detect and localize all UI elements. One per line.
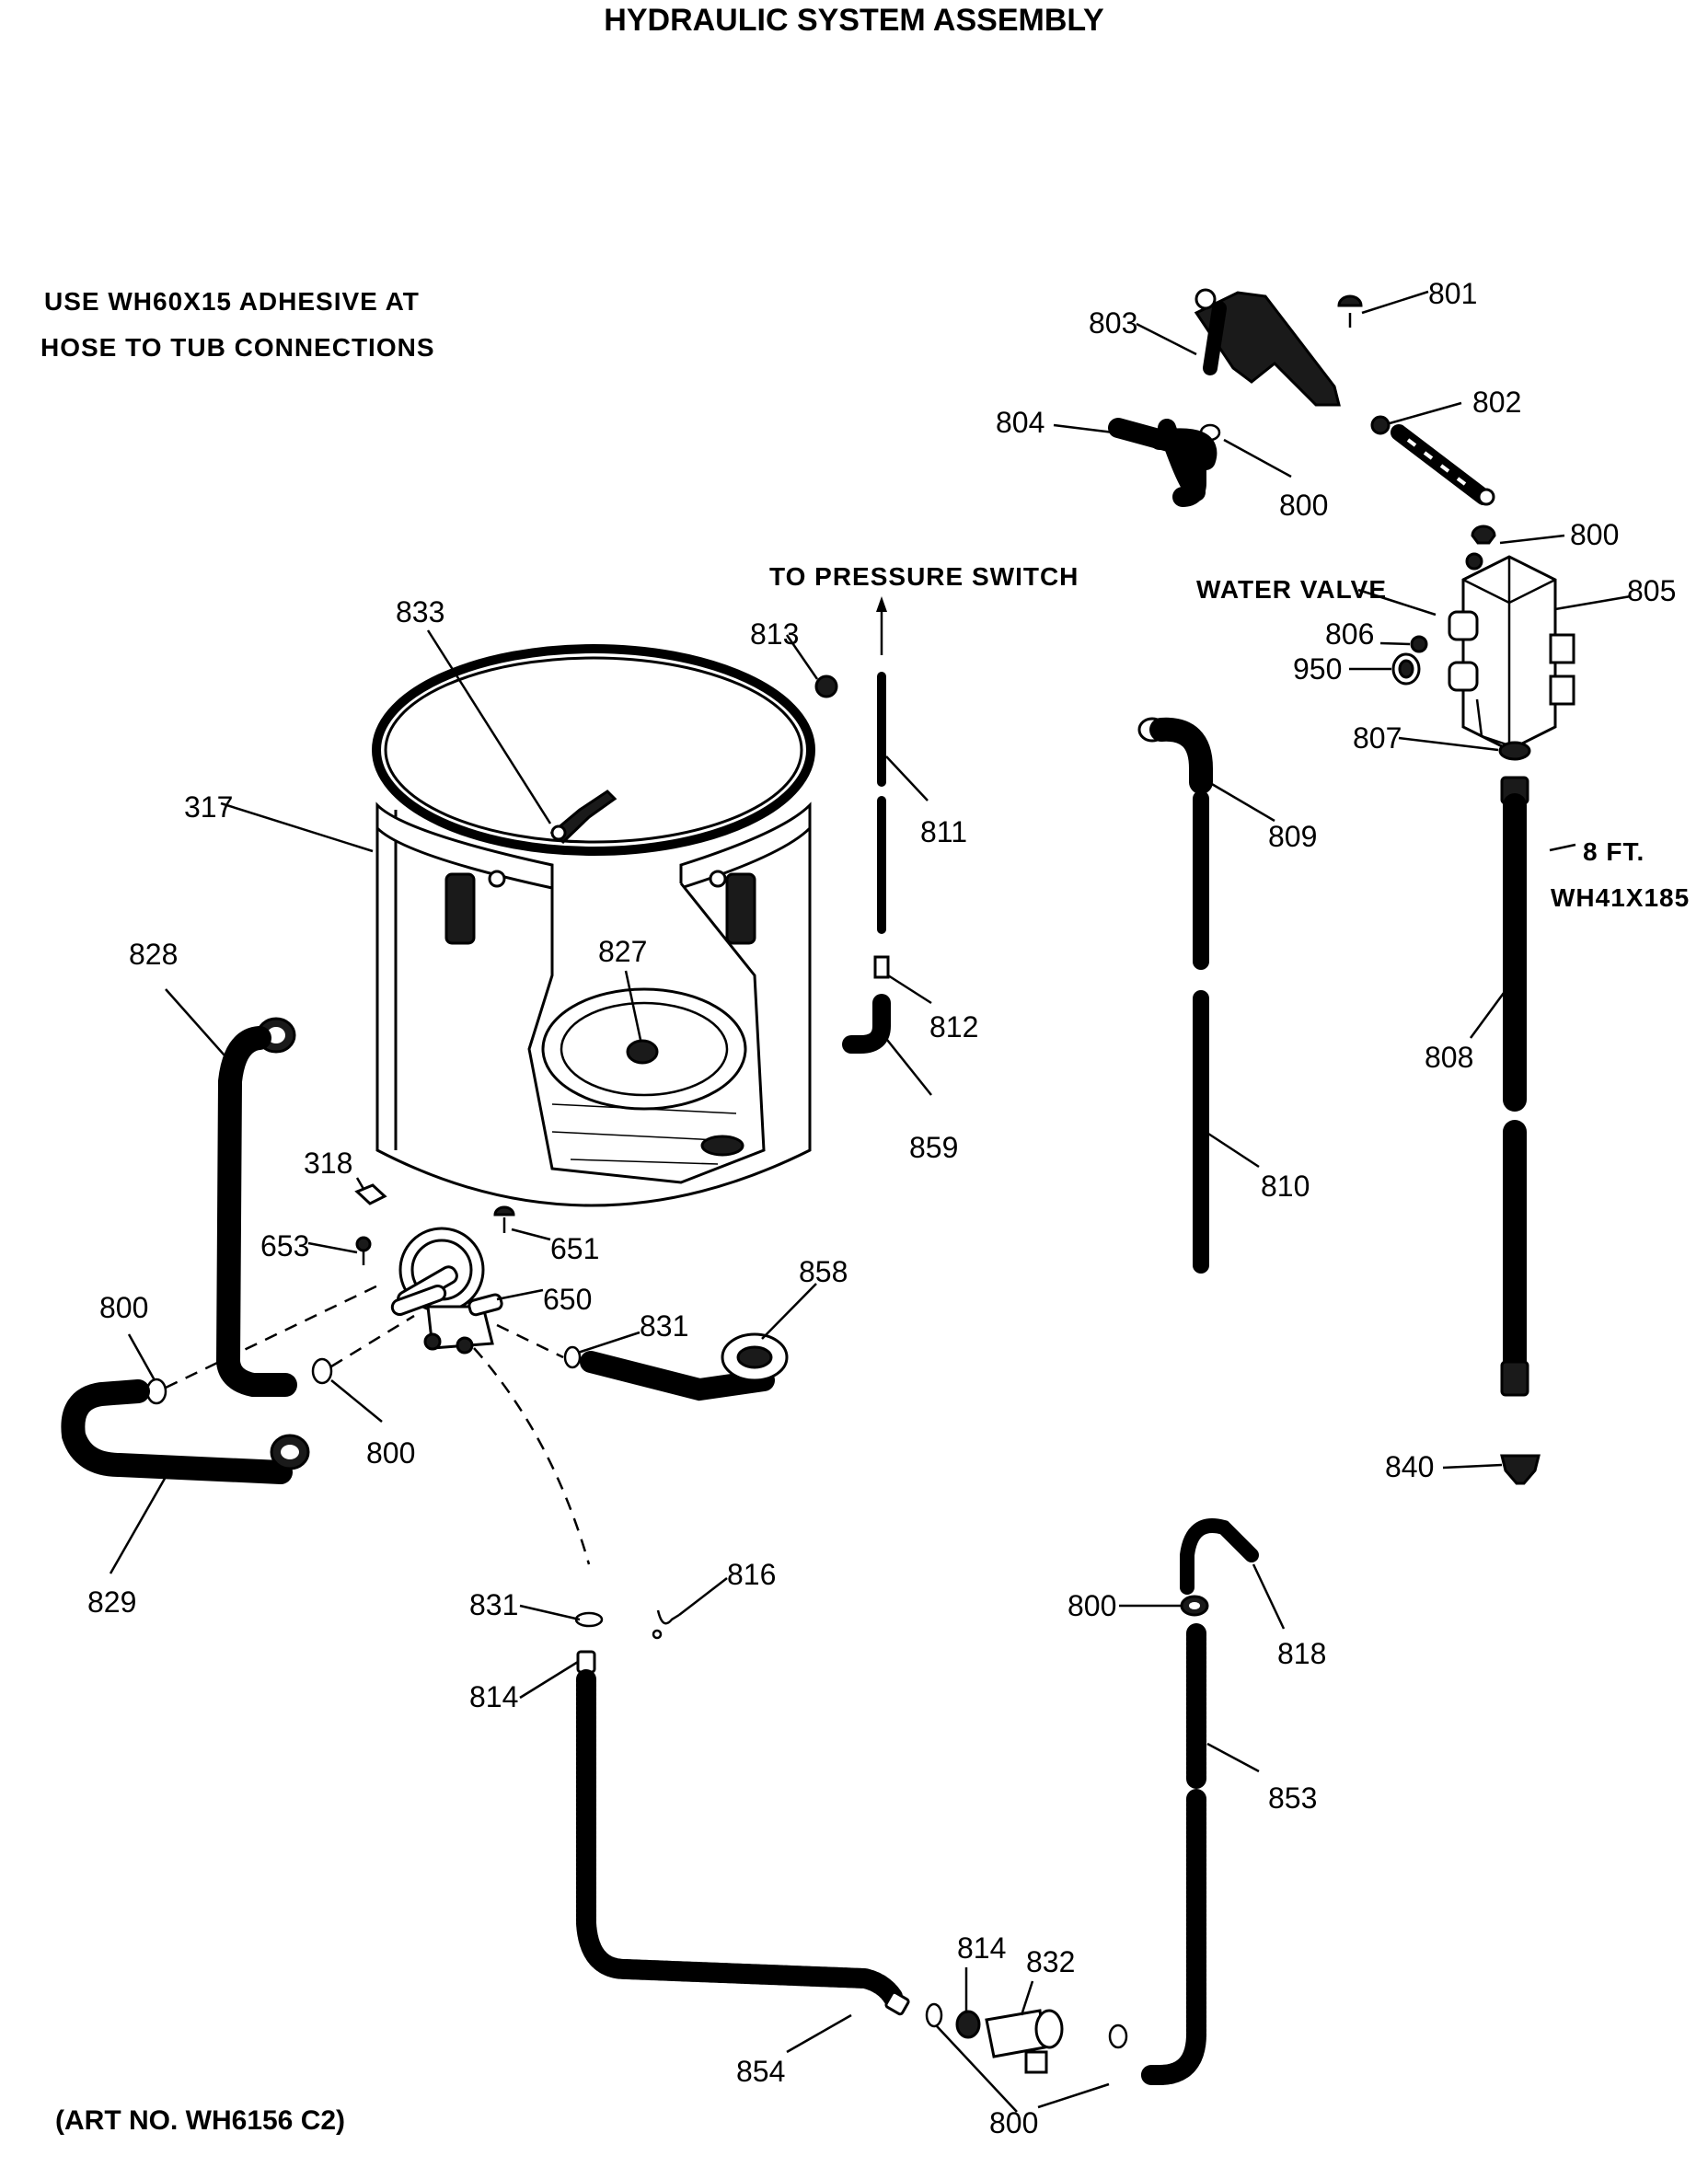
- hose-858: [580, 1332, 789, 1401]
- washer-806: [1410, 635, 1428, 653]
- inlet-hose-804: [1108, 418, 1218, 507]
- label-802: 802: [1472, 386, 1521, 419]
- label-807: 807: [1353, 721, 1402, 755]
- hose-part-label: WH41X185: [1551, 883, 1690, 912]
- pressure-switch-label: TO PRESSURE SWITCH: [769, 562, 1079, 591]
- drain-hose-854: [576, 1669, 910, 2016]
- label-829: 829: [87, 1585, 136, 1619]
- label-853: 853: [1268, 1781, 1317, 1815]
- clamp-831-low: [574, 1611, 604, 1628]
- label-805: 805: [1627, 574, 1676, 607]
- washer-807: [1498, 741, 1531, 761]
- label-828: 828: [129, 938, 178, 971]
- clamp-831-right: [563, 1345, 582, 1369]
- clamp-800-top: [1199, 423, 1221, 442]
- dashed-assembly-lines: [165, 1282, 591, 1565]
- label-808: 808: [1425, 1041, 1473, 1074]
- hook-818: [1180, 1518, 1259, 1595]
- grommet-833: [549, 790, 617, 845]
- label-816: 816: [727, 1558, 776, 1591]
- label-318: 318: [304, 1147, 352, 1180]
- diagram-title: HYDRAULIC SYSTEM ASSEMBLY: [604, 3, 1104, 38]
- connector-814-bottom: [955, 2010, 981, 2039]
- hose-829: [61, 1379, 310, 1484]
- art-number: (ART NO. WH6156 C2): [55, 2105, 345, 2136]
- connector-832: [985, 2009, 1064, 2074]
- clamp-800-mid: [311, 1357, 333, 1385]
- label-814-low: 814: [469, 1680, 518, 1713]
- hose-828: [215, 1017, 297, 1397]
- label-800-valve: 800: [1570, 518, 1619, 551]
- hose-length-label: 8 FT.: [1583, 837, 1645, 866]
- adhesive-note-line2: HOSE TO TUB CONNECTIONS: [40, 333, 435, 362]
- clamp-800-bottom-a: [925, 2002, 943, 2028]
- label-801: 801: [1428, 277, 1477, 310]
- water-valve-805: [1448, 552, 1575, 752]
- hose-bracket-803: [1194, 288, 1341, 407]
- hose-859: [842, 994, 891, 1054]
- hose-802: [1370, 415, 1495, 506]
- label-812: 812: [929, 1010, 978, 1043]
- label-317: 317: [184, 790, 233, 824]
- leader-lines: [109, 290, 1632, 2113]
- clamp-800-bottom-b: [1108, 2023, 1128, 2049]
- clamp-800-left: [145, 1378, 167, 1405]
- clamp-800-valve: [1471, 525, 1496, 545]
- label-803: 803: [1089, 306, 1137, 340]
- drain-827: [626, 1039, 659, 1065]
- label-810: 810: [1261, 1170, 1310, 1203]
- label-858: 858: [799, 1255, 848, 1288]
- label-854: 854: [736, 2055, 785, 2088]
- clip-318: [354, 1183, 387, 1205]
- label-653: 653: [260, 1229, 309, 1262]
- label-804: 804: [996, 406, 1044, 439]
- label-831-low: 831: [469, 1588, 518, 1621]
- label-651: 651: [550, 1232, 599, 1265]
- screw-801: [1337, 294, 1363, 328]
- label-811: 811: [920, 815, 967, 848]
- label-800-bottom: 800: [989, 2106, 1038, 2139]
- label-800-drain: 800: [1068, 1589, 1116, 1622]
- label-650: 650: [543, 1283, 592, 1316]
- connector-814-low: [576, 1650, 596, 1674]
- label-832: 832: [1026, 1945, 1075, 1978]
- label-840: 840: [1385, 1450, 1434, 1483]
- drain-hose-853: [1140, 1623, 1206, 2085]
- label-859: 859: [909, 1131, 958, 1164]
- outer-tub-317: [372, 644, 815, 1207]
- cap-840: [1500, 1454, 1541, 1485]
- clip-816: [652, 1609, 680, 1640]
- label-800-left: 800: [99, 1291, 148, 1324]
- connector-812: [873, 955, 890, 979]
- label-800-top: 800: [1279, 489, 1328, 522]
- label-831-right: 831: [640, 1309, 688, 1343]
- screw-653: [355, 1236, 372, 1265]
- label-813: 813: [750, 617, 799, 651]
- adhesive-note-line1: USE WH60X15 ADHESIVE AT: [44, 287, 420, 316]
- inlet-hose-808: [1500, 776, 1529, 1397]
- water-valve-label: WATER VALVE: [1196, 575, 1387, 604]
- plug-813: [814, 674, 838, 698]
- label-809: 809: [1268, 820, 1317, 853]
- label-950: 950: [1293, 652, 1342, 686]
- label-833: 833: [396, 595, 444, 628]
- fill-hose-809: [1137, 717, 1213, 794]
- screen-950: [1391, 652, 1421, 686]
- label-800-mid: 800: [366, 1436, 415, 1470]
- clamp-800-drain: [1180, 1595, 1209, 1617]
- label-806: 806: [1325, 617, 1374, 651]
- pump-650: [390, 1227, 503, 1355]
- label-827: 827: [598, 935, 647, 968]
- screw-651: [493, 1205, 515, 1233]
- pressure-arrow: [876, 596, 887, 655]
- label-818: 818: [1277, 1637, 1326, 1670]
- label-814-bottom: 814: [957, 1931, 1006, 1965]
